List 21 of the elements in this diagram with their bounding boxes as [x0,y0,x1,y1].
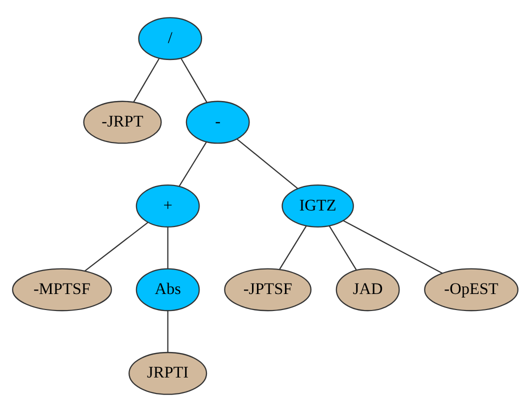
node-ellipse: IGTZ [282,184,354,228]
connector [84,222,148,272]
node-ellipse: -OpEST [424,268,518,311]
node-ellipse: Abs [136,268,200,311]
node-ellipse: + [136,184,200,228]
connector [328,225,357,270]
connector [236,138,298,189]
connector [167,310,168,352]
node-ellipse: JAD [336,268,400,311]
connector [180,58,208,102]
connector [167,226,168,268]
connector [279,225,307,270]
connector [133,58,160,102]
node-ellipse: -JRPT [83,100,162,144]
node-ellipse: -MPTSF [12,268,112,311]
node-ellipse: - [186,100,250,144]
node-ellipse: / [138,16,202,60]
connector [178,141,207,186]
node-ellipse: JRPTI [128,351,208,394]
node-ellipse: -JPTSF [224,268,312,311]
connector [343,220,443,274]
